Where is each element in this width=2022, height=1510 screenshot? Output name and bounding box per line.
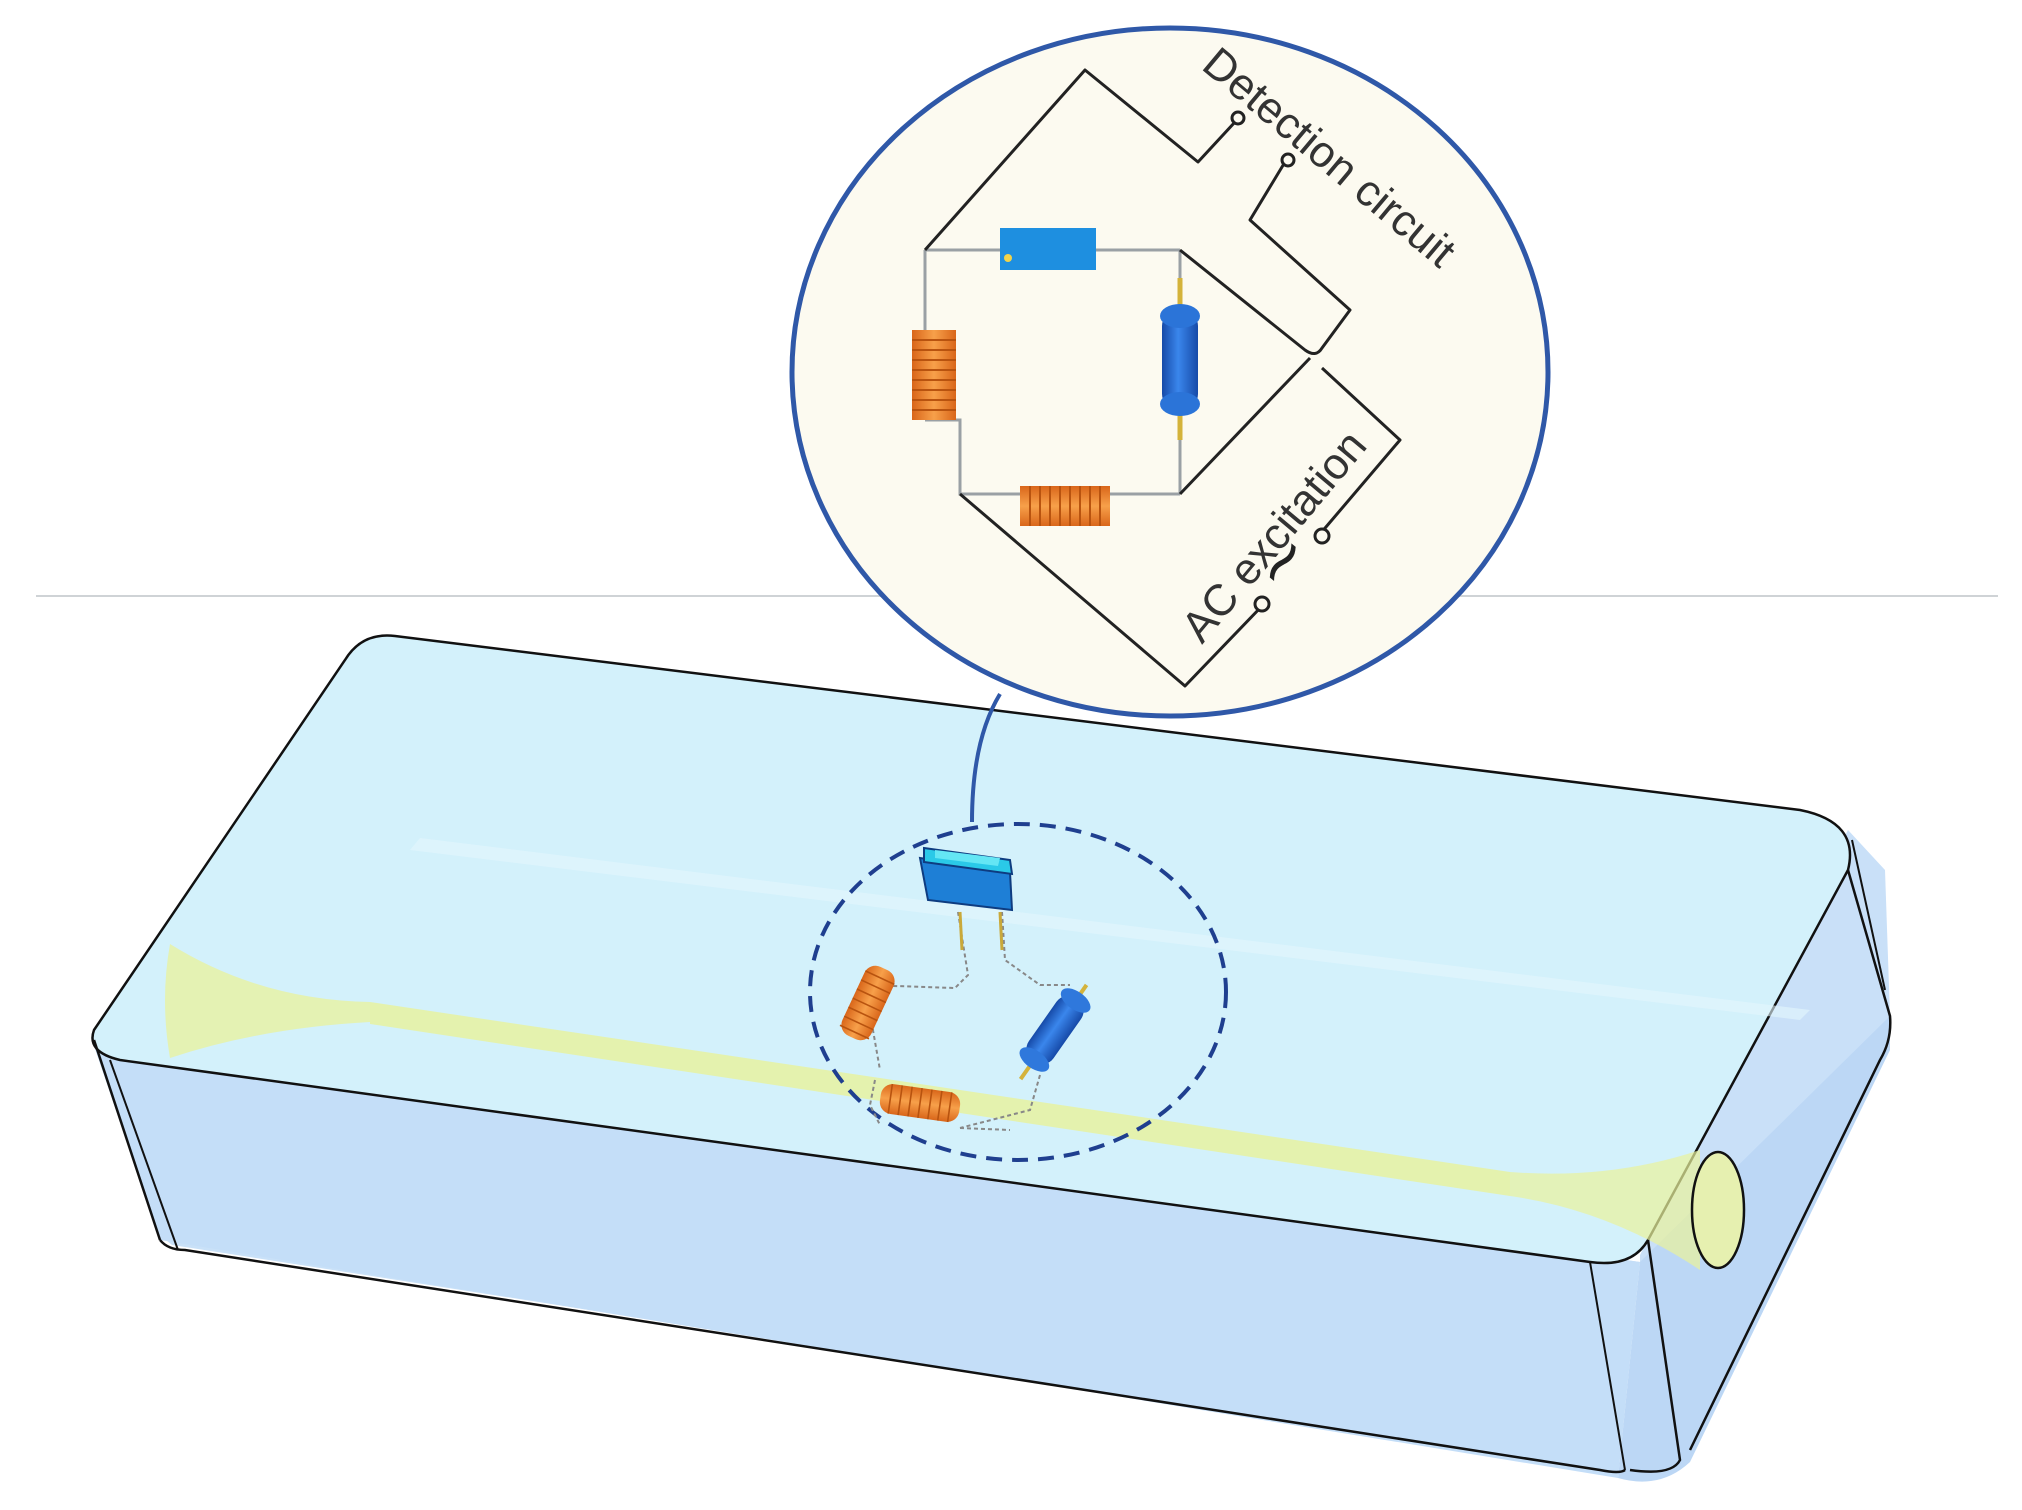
circuit-inset: ~ Detection circuit AC excitation bbox=[789, 25, 1551, 719]
inductor-bottom-3d bbox=[879, 1083, 961, 1123]
ac-terminal-1 bbox=[1253, 595, 1271, 613]
zoom-connector-line bbox=[970, 692, 1002, 823]
sensor-components-zoom-area bbox=[808, 822, 1228, 1162]
external-wiring bbox=[923, 68, 1402, 688]
inductor-left-3d bbox=[839, 965, 895, 1041]
resistor-component bbox=[1160, 278, 1200, 440]
fiber-port bbox=[1690, 1150, 1746, 1270]
ac-terminal-2 bbox=[1313, 527, 1331, 545]
terminals bbox=[1230, 110, 1331, 613]
dashed-highlight-circle bbox=[808, 822, 1228, 1162]
sensor-housing bbox=[91, 634, 1892, 1482]
resistor-right-3d bbox=[1018, 983, 1091, 1081]
detection-terminal-1 bbox=[1230, 110, 1246, 126]
fiber-left-taper bbox=[165, 944, 370, 1058]
blue-box-component-3d bbox=[918, 846, 1014, 951]
housing-top-face bbox=[91, 634, 1852, 1265]
detection-terminal-2 bbox=[1280, 152, 1296, 168]
capacitor-component bbox=[1000, 228, 1096, 270]
inductor-bottom-component bbox=[1020, 486, 1110, 526]
inductor-left-component bbox=[912, 330, 956, 420]
fiber-right-taper bbox=[1510, 1150, 1700, 1270]
